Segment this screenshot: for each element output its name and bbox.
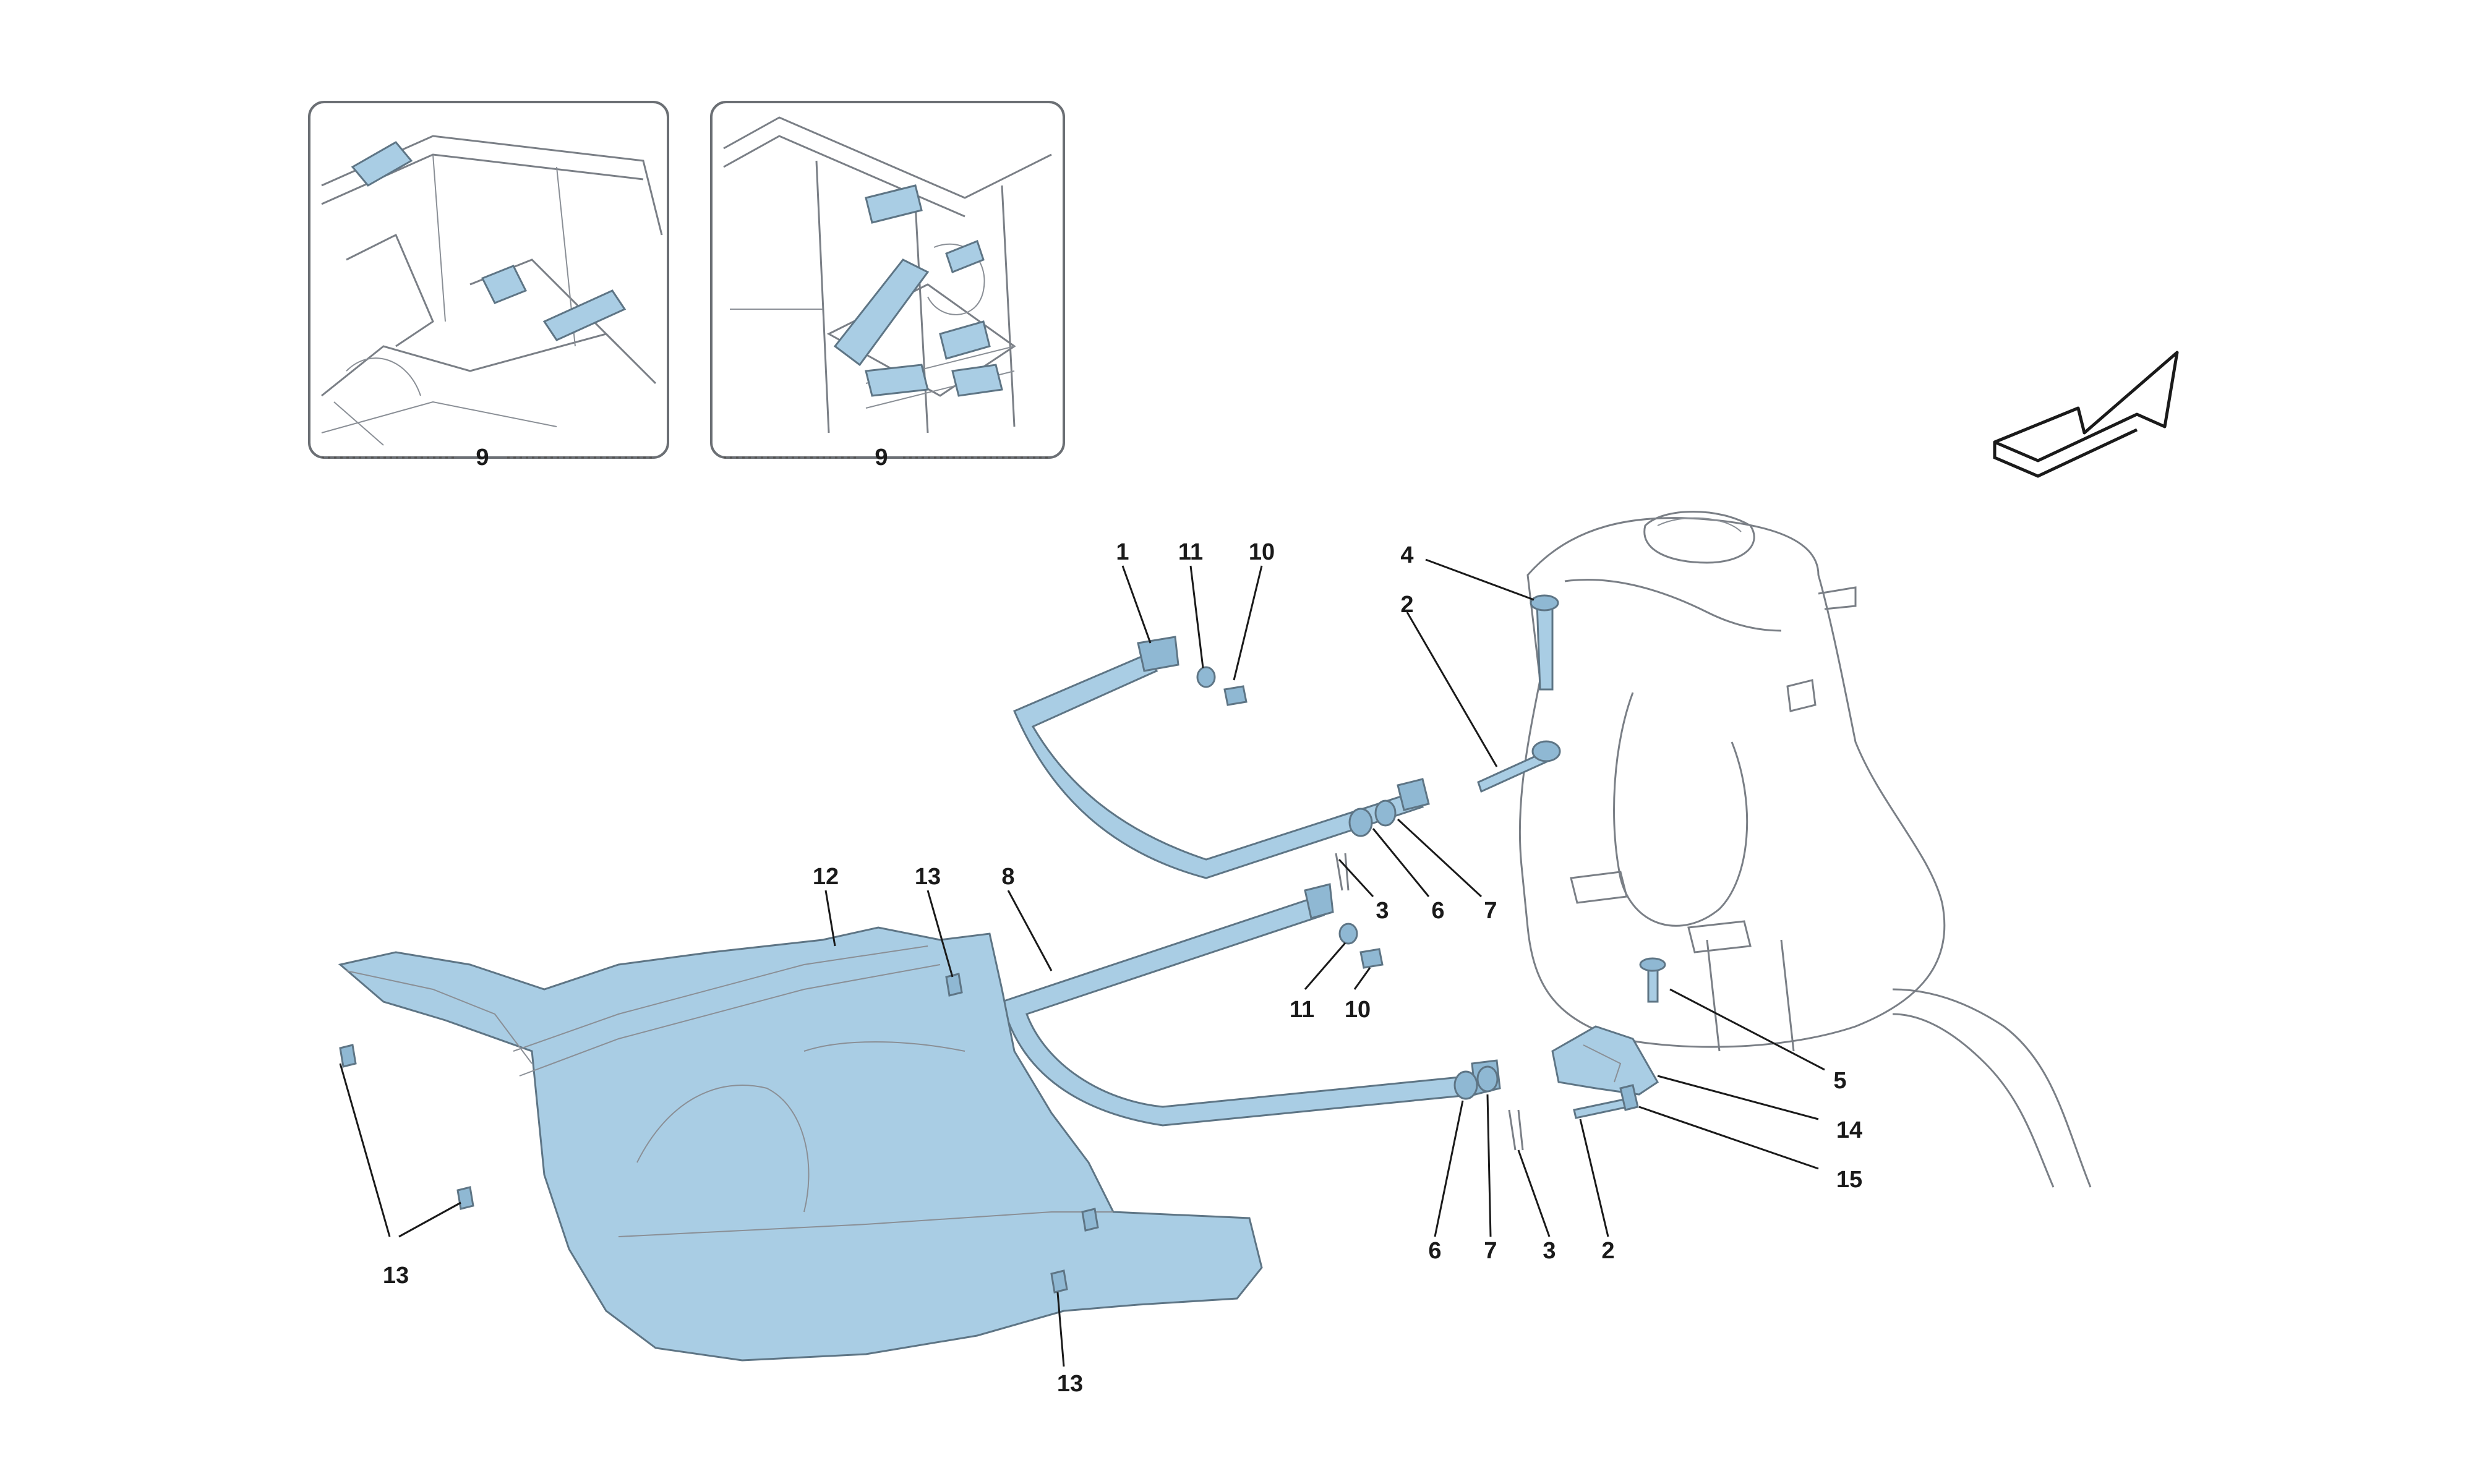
arrow-icon <box>1993 351 2179 478</box>
callout-13-left: 13 <box>383 1263 409 1289</box>
heat-shield <box>338 926 1263 1362</box>
callout-2-upper: 2 <box>1400 592 1413 618</box>
callout-14: 14 <box>1836 1117 1862 1143</box>
callout-7-upper: 7 <box>1484 898 1497 924</box>
fuel-tank-outline <box>1518 511 2092 1188</box>
callout-5: 5 <box>1833 1068 1846 1094</box>
inset-left-label: 9 <box>476 445 489 471</box>
strap-upper <box>1013 636 1430 879</box>
callout-13-top: 13 <box>915 864 941 890</box>
callout-8: 8 <box>1001 864 1014 890</box>
callout-4: 4 <box>1400 542 1413 568</box>
callout-3-upper: 3 <box>1376 898 1389 924</box>
callout-13-bottom: 13 <box>1057 1371 1083 1397</box>
callout-12: 12 <box>813 864 839 890</box>
inset-left-drawing <box>321 135 663 446</box>
mounting-bracket <box>1551 1025 1659 1096</box>
callout-2-lower: 2 <box>1601 1238 1614 1264</box>
callout-11-upper: 11 <box>1178 539 1203 565</box>
callout-labels: 1 11 10 4 2 12 13 8 3 6 7 11 10 5 14 15 … <box>383 539 1862 1397</box>
inset-right-drawing <box>723 116 1052 433</box>
inset-right-label: 9 <box>875 445 888 471</box>
callout-7-lower: 7 <box>1484 1238 1497 1264</box>
callout-3-lower: 3 <box>1543 1238 1556 1264</box>
inset-frame-left: 9 <box>308 101 669 471</box>
callout-6-upper: 6 <box>1431 898 1444 924</box>
leader-lines <box>339 558 1825 1367</box>
inset-frame-right: 9 <box>710 101 1065 471</box>
callout-6-lower: 6 <box>1428 1238 1441 1264</box>
callout-1: 1 <box>1116 539 1129 565</box>
fasteners <box>339 594 1666 1294</box>
callout-10-upper: 10 <box>1249 539 1275 565</box>
callout-11-lower: 11 <box>1290 997 1314 1023</box>
strap-lower <box>1001 883 1501 1127</box>
callout-10-lower: 10 <box>1345 997 1371 1023</box>
callout-15: 15 <box>1836 1167 1862 1193</box>
